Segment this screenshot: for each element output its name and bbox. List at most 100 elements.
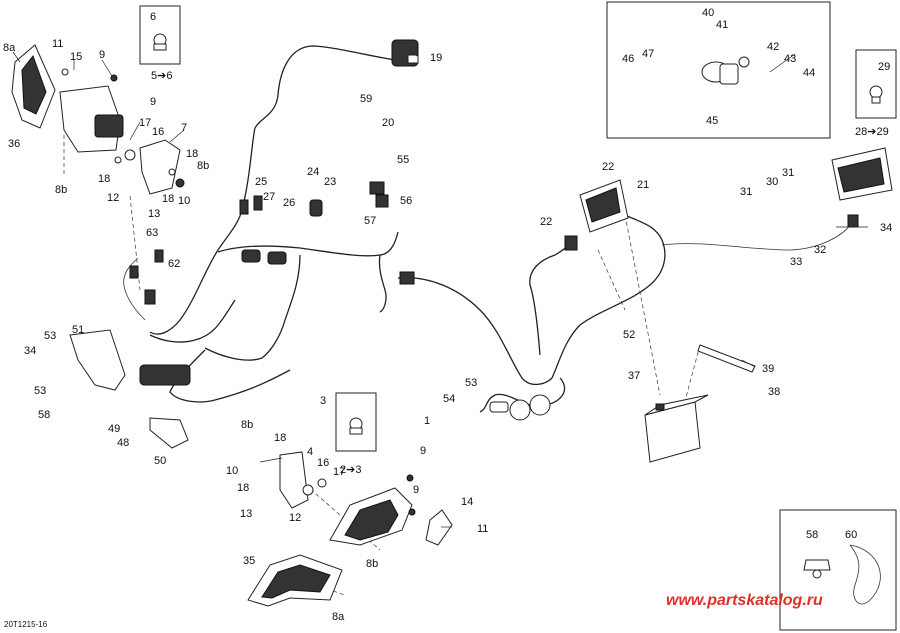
callout-8b-low: 8b <box>366 558 378 570</box>
cable-tie <box>849 544 881 605</box>
watermark: www.partskatalog.ru <box>666 592 823 609</box>
callout-11-b: 11 <box>477 523 488 535</box>
callout-16-b: 16 <box>317 457 329 469</box>
callout-34-b: 34 <box>24 345 36 357</box>
callout-18-e: 18 <box>237 482 249 494</box>
callout-52: 52 <box>623 329 635 341</box>
callout-43: 43 <box>784 53 796 65</box>
callout-56: 56 <box>400 195 412 207</box>
callout-32: 32 <box>814 244 826 256</box>
callout-8a-top: 8a <box>3 42 16 54</box>
leader-lines <box>12 51 868 528</box>
callout-18-d: 18 <box>274 432 286 444</box>
headlamp-bezel-inner <box>261 564 331 599</box>
mounting-strap <box>149 417 189 449</box>
taillight-bulb-box <box>855 49 897 119</box>
fastener-detail-box <box>779 509 897 631</box>
callout-9-b: 9 <box>150 96 156 108</box>
callout-16-a: 16 <box>152 126 164 138</box>
tail-light <box>831 147 893 201</box>
callout-47: 47 <box>642 48 654 60</box>
callout-63: 62 <box>168 258 180 270</box>
callout-41: 41 <box>716 19 728 31</box>
callout-49: 49 <box>108 423 120 435</box>
callout-labels: 1 3 4 6 7 8a 8a 8b 8b 8b 8b 9 9 9 9 10 1… <box>3 7 892 623</box>
callout-13-b: 13 <box>240 508 252 520</box>
callout-20: 20 <box>382 117 394 129</box>
callout-45: 45 <box>706 115 718 127</box>
callout-17-a: 17 <box>139 117 151 129</box>
callout-50: 50 <box>154 455 166 467</box>
arrow-callout-2-3: 2➔3 <box>340 464 361 476</box>
callout-29: 29 <box>878 61 890 73</box>
callout-1: 1 <box>424 415 430 427</box>
callout-51: 51 <box>72 324 84 336</box>
callout-4: 4 <box>307 446 313 458</box>
callout-18-a: 18 <box>186 148 198 160</box>
arrow-callout-5-6: 5➔6 <box>151 70 172 82</box>
connector-bracket <box>69 329 126 391</box>
left-headlamp-assembly <box>11 44 185 195</box>
drawing-code: 20T1215-16 <box>4 620 48 629</box>
callout-38: 38 <box>768 386 780 398</box>
callout-31-a: 31 <box>782 167 794 179</box>
handlebar-switch <box>391 39 419 67</box>
callout-58-b: 58 <box>806 529 818 541</box>
callout-53-c: 53 <box>465 377 477 389</box>
arrow-callout-28-29: 28➔29 <box>855 126 889 138</box>
callout-34-a: 34 <box>880 222 892 234</box>
headlight-bulb-box-bottom <box>335 392 377 452</box>
callout-12-a: 12 <box>107 192 119 204</box>
callout-39: 39 <box>762 363 774 375</box>
headlight-bulb-box-top <box>139 5 181 65</box>
callout-64: 63 <box>146 227 158 239</box>
callout-17-b: 17 <box>333 466 345 478</box>
callout-24: 24 <box>307 166 319 178</box>
center-headlamp-assembly <box>279 451 453 546</box>
small-connectors <box>129 181 859 386</box>
callout-35: 35 <box>243 555 255 567</box>
battery-strap <box>697 344 756 373</box>
callout-59: 59 <box>360 93 372 105</box>
callout-15: 15 <box>70 51 82 63</box>
starter-solenoid <box>489 394 551 421</box>
callout-8a-bottom: 8a <box>332 611 345 623</box>
callout-53-a: 53 <box>44 330 56 342</box>
callout-7: 7 <box>181 122 187 134</box>
relay-detail-box <box>606 1 831 139</box>
callout-22-a: 22 <box>602 161 614 173</box>
callout-8b-left: 8b <box>55 184 67 196</box>
callout-9-c: 9 <box>420 445 426 457</box>
callout-14: 14 <box>461 496 473 508</box>
callout-9-d: 9 <box>413 484 419 496</box>
callout-46: 46 <box>622 53 634 65</box>
callout-18-b: 18 <box>98 173 110 185</box>
callout-6: 6 <box>150 11 156 23</box>
callout-10-b: 10 <box>226 465 238 477</box>
callout-13-a: 13 <box>148 208 160 220</box>
relay-detail <box>701 56 750 85</box>
callout-44: 44 <box>803 67 815 79</box>
callout-25: 25 <box>255 176 267 188</box>
callout-36: 36 <box>8 138 20 150</box>
callout-42: 42 <box>767 41 779 53</box>
callout-58-a: 58 <box>38 409 50 421</box>
callout-18-c: 18 <box>162 193 174 205</box>
callout-37: 37 <box>628 370 640 382</box>
taillight-bulb <box>869 85 883 104</box>
headlamp-bulb-3 <box>349 417 363 435</box>
callout-33: 33 <box>790 256 802 268</box>
callout-55: 55 <box>397 154 409 166</box>
callout-30: 30 <box>766 176 778 188</box>
main-wiring-harness <box>123 45 853 413</box>
callout-9-a: 9 <box>99 49 105 61</box>
fuse-box <box>579 179 629 233</box>
callout-26: 26 <box>283 197 295 209</box>
callout-3-top: 3 <box>320 395 326 407</box>
callout-10-a: 10 <box>178 195 190 207</box>
push-rivet <box>803 559 831 579</box>
callout-48: 48 <box>117 437 129 449</box>
callout-8b-right: 8b <box>197 160 209 172</box>
callout-8b-mid: 8b <box>241 419 253 431</box>
